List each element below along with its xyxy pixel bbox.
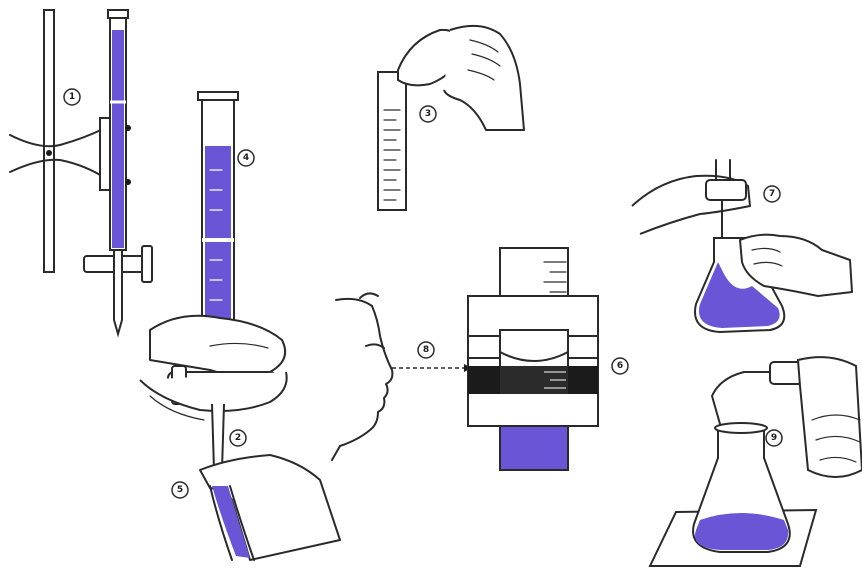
- clamp-arm-lower: [10, 160, 105, 178]
- graduated-cylinder: [378, 72, 406, 210]
- step-marker-2: 2: [230, 430, 246, 446]
- observer-eyebrow: [360, 293, 378, 298]
- step-marker-7: 7: [764, 186, 780, 202]
- wash-bottle-rinse-assembly: 9: [650, 357, 862, 566]
- step-marker-4: 4: [238, 150, 254, 166]
- svg-text:9: 9: [771, 433, 777, 443]
- graduated-cylinder-pouring: 3: [378, 26, 524, 210]
- step-marker-8: 8: [418, 342, 434, 358]
- svg-text:8: 8: [423, 345, 429, 355]
- clamp-arm-upper: [10, 128, 105, 146]
- step-marker-3: 3: [420, 106, 436, 122]
- step-marker-9: 9: [766, 430, 782, 446]
- clamp-bolt-top: [125, 125, 131, 131]
- burette-tip: [114, 272, 122, 334]
- observer-face-profile: [332, 299, 392, 460]
- reading-tube-lower-liquid: [500, 426, 568, 470]
- svg-text:2: 2: [235, 433, 241, 443]
- svg-text:1: 1: [69, 92, 75, 102]
- meniscus-reading-card: 6: [468, 248, 628, 470]
- swirl-stopcock: [706, 180, 746, 200]
- burette-dispensing-assembly: 4 2 5: [140, 92, 340, 560]
- svg-text:6: 6: [617, 361, 623, 371]
- swirling-flask-assembly: 7: [632, 160, 852, 332]
- observer-eye-level: 8: [332, 293, 472, 460]
- step-marker-1: 1: [64, 89, 80, 105]
- burette-rim: [108, 10, 128, 18]
- upper-hand: [150, 316, 285, 376]
- svg-text:7: 7: [769, 189, 775, 199]
- stand-rod: [44, 10, 54, 272]
- svg-text:3: 3: [425, 109, 431, 119]
- wash-bottle-nozzle: [712, 372, 770, 424]
- svg-text:5: 5: [177, 485, 183, 495]
- step-marker-6: 6: [612, 358, 628, 374]
- pouring-hand: [444, 26, 524, 130]
- burette-liquid: [112, 30, 124, 248]
- step-marker-5: 5: [172, 482, 188, 498]
- burette-top-rim: [198, 92, 238, 100]
- clamp-screw: [46, 150, 52, 156]
- svg-text:4: 4: [243, 153, 249, 163]
- clamp-bolt-bottom: [125, 179, 131, 185]
- titration-flask-mouth: [715, 423, 767, 433]
- titration-flask-liquid: [695, 513, 788, 550]
- burette-stand-assembly: 1: [10, 10, 152, 334]
- stopcock-handle: [142, 246, 152, 282]
